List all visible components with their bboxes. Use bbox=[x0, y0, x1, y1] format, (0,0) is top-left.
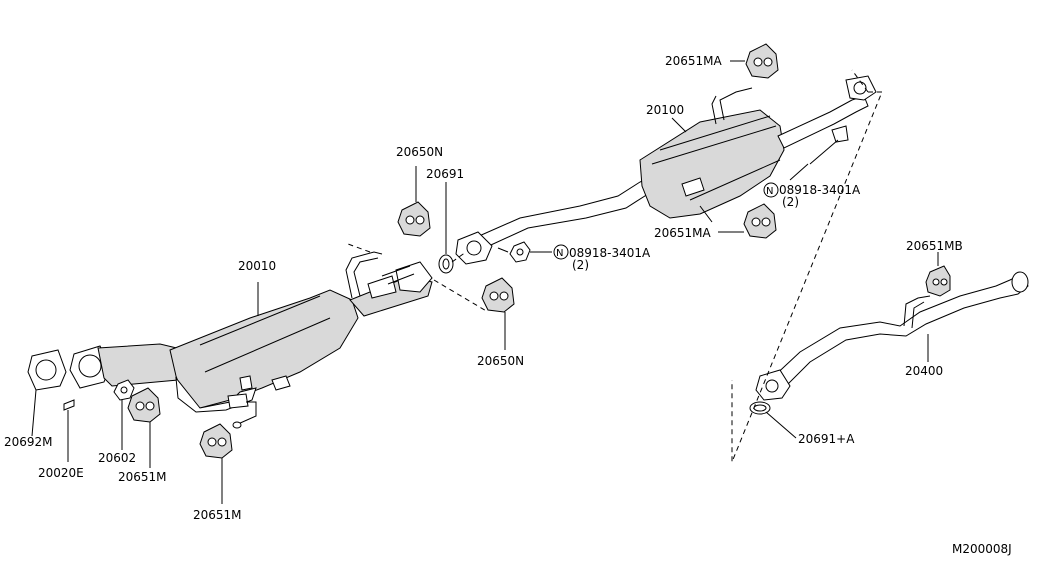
label-20691a: 20691+A bbox=[798, 432, 855, 446]
dash-line-2 bbox=[433, 279, 489, 313]
hanger-20651mb bbox=[925, 252, 951, 297]
muffler-body bbox=[639, 109, 785, 219]
stud-20020e bbox=[63, 399, 75, 462]
label-20651mb: 20651MB bbox=[906, 239, 963, 253]
dash-line-1 bbox=[347, 243, 371, 253]
dash-alignment-top bbox=[851, 69, 869, 93]
label-20650n-bottom: 20650N bbox=[477, 354, 524, 368]
label-20020e: 20020E bbox=[38, 466, 84, 480]
hanger-20651ma-top bbox=[730, 43, 779, 79]
label-20651m-a: 20651M bbox=[118, 470, 167, 484]
front-tube-catalyst-assembly bbox=[27, 251, 433, 429]
hanger-20651ma-mid bbox=[718, 203, 777, 239]
n-circle-mid bbox=[553, 244, 569, 260]
label-20651ma-mid: 20651MA bbox=[654, 226, 712, 240]
label-20602: 20602 bbox=[98, 451, 136, 465]
muffler-outlet-pipe bbox=[777, 95, 869, 149]
n-symbol-right: N bbox=[766, 186, 773, 197]
nut-20602 bbox=[113, 379, 135, 450]
main-muffler-assembly bbox=[455, 75, 877, 265]
muffler-inlet-pipe bbox=[469, 175, 661, 251]
label-20691: 20691 bbox=[426, 167, 464, 181]
catalyst-body bbox=[169, 289, 359, 409]
muffler-inlet-flange bbox=[455, 231, 493, 265]
gasket-20691 bbox=[438, 182, 454, 274]
label-20400: 20400 bbox=[905, 364, 943, 378]
label-20100: 20100 bbox=[646, 103, 684, 117]
label-08918-mid-qty: (2) bbox=[572, 258, 589, 272]
dash-line-3 bbox=[451, 251, 467, 263]
label-20651ma-top: 20651MA bbox=[665, 54, 723, 68]
hanger-20651m-a bbox=[127, 387, 161, 468]
label-20651m-b: 20651M bbox=[193, 508, 242, 522]
gasket-20692m bbox=[27, 349, 67, 391]
label-20692m: 20692M bbox=[4, 435, 53, 449]
n-symbol-mid: N bbox=[556, 248, 563, 259]
label-08918-right-group: N 08918-3401A (2) bbox=[763, 182, 861, 209]
tail-pipe-flange bbox=[755, 369, 791, 401]
label-08918-right: 08918-3401A bbox=[779, 183, 861, 197]
label-20010: 20010 bbox=[238, 259, 276, 273]
dash-alignment-main bbox=[731, 91, 883, 463]
nut-08918-right bbox=[789, 139, 839, 181]
tail-pipe bbox=[769, 273, 1029, 391]
n-circle-right bbox=[763, 182, 779, 198]
muffler-outlet-flange bbox=[845, 75, 877, 101]
hanger-20651m-b bbox=[199, 423, 233, 504]
label-08918-mid-group: N 08918-3401A (2) bbox=[553, 244, 651, 272]
label-08918-mid: 08918-3401A bbox=[569, 246, 651, 260]
label-08918-right-qty: (2) bbox=[782, 195, 799, 209]
tail-pipe-assembly bbox=[749, 271, 1029, 439]
leader-20692m bbox=[31, 389, 37, 437]
label-20650n-top: 20650N bbox=[396, 145, 443, 159]
diagram-code: M200008J bbox=[952, 542, 1012, 556]
gasket-20691a bbox=[749, 401, 771, 415]
hanger-20650n-top bbox=[397, 166, 431, 237]
hanger-20650n-bottom bbox=[481, 277, 515, 350]
nut-08918-mid bbox=[497, 241, 552, 263]
